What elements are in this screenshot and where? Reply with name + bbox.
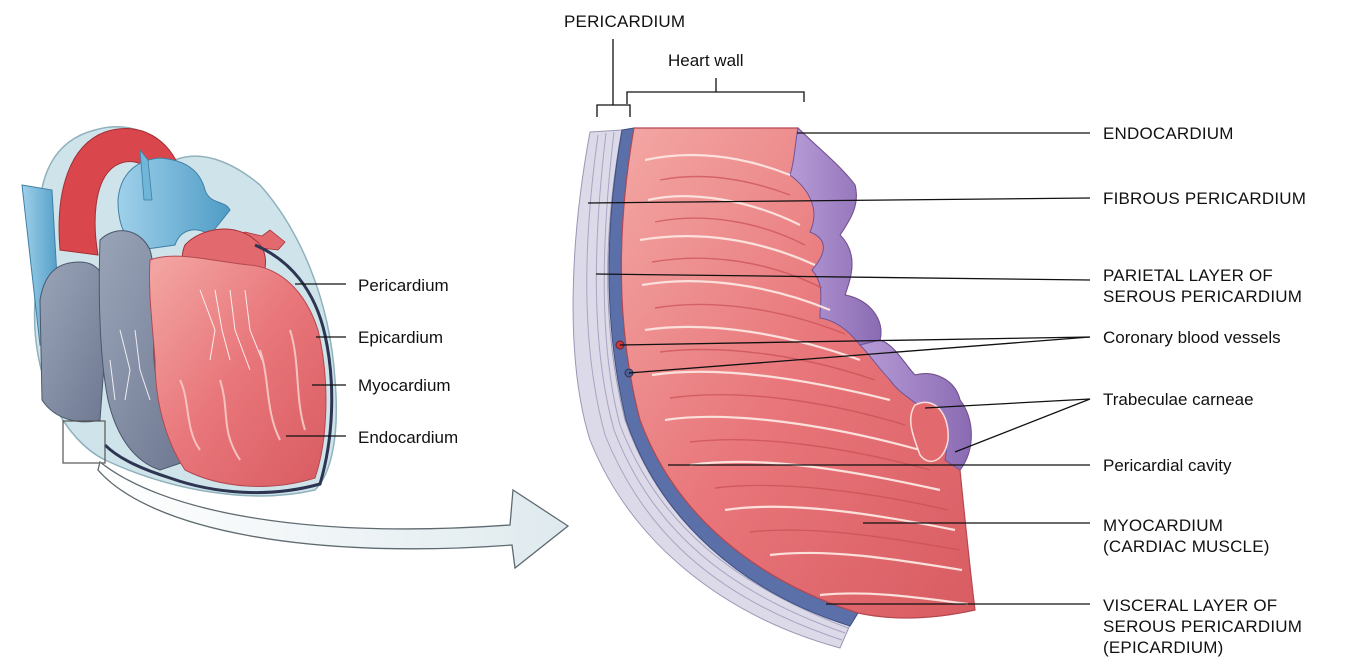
right-atrium bbox=[40, 262, 108, 422]
heart-wall-bracket bbox=[627, 92, 804, 104]
heart-wall-section bbox=[573, 128, 975, 648]
leader-trabeculae-2 bbox=[955, 399, 1090, 452]
label-myocardium-right: MYOCARDIUM (CARDIAC MUSCLE) bbox=[1103, 515, 1270, 557]
label-epicardium: Epicardium bbox=[358, 327, 443, 348]
label-fibrous-pericardium: FIBROUS PERICARDIUM bbox=[1103, 188, 1306, 209]
label-myocardium: Myocardium bbox=[358, 375, 451, 396]
label-pericardium-top: PERICARDIUM bbox=[564, 11, 685, 32]
label-pericardial-cavity: Pericardial cavity bbox=[1103, 455, 1232, 476]
pericardium-bracket bbox=[597, 105, 630, 117]
label-trabeculae-carneae: Trabeculae carneae bbox=[1103, 389, 1254, 410]
label-coronary-vessels: Coronary blood vessels bbox=[1103, 327, 1281, 348]
whole-heart-illustration bbox=[22, 127, 336, 496]
label-endocardium: Endocardium bbox=[358, 427, 458, 448]
label-parietal-layer: PARIETAL LAYER OF SEROUS PERICARDIUM bbox=[1103, 265, 1302, 307]
label-heart-wall: Heart wall bbox=[668, 50, 744, 71]
label-visceral-layer: VISCERAL LAYER OF SEROUS PERICARDIUM (EP… bbox=[1103, 595, 1302, 658]
label-endocardium-right: ENDOCARDIUM bbox=[1103, 123, 1234, 144]
label-pericardium: Pericardium bbox=[358, 275, 449, 296]
